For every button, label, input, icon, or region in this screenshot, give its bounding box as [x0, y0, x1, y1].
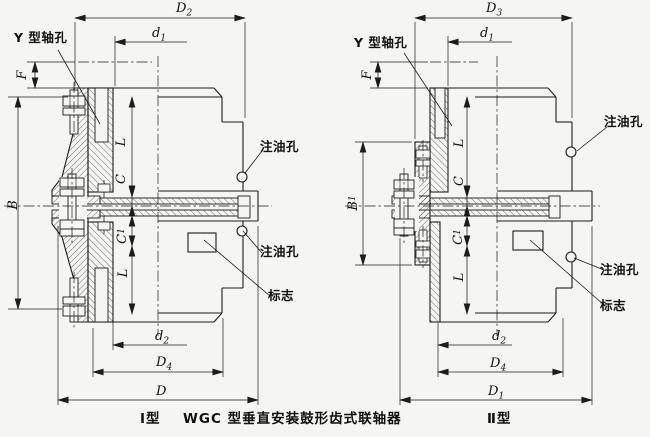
- right-leader-lines: [403, 52, 608, 306]
- left-dimension-lines: [17, 17, 258, 401]
- right-dim-L-bottom: L: [451, 272, 467, 282]
- left-mark-callout: 标志: [268, 288, 295, 303]
- right-mark-callout: 标志: [600, 298, 627, 313]
- oil-hole: [565, 146, 577, 158]
- oil-hole: [236, 225, 248, 237]
- left-dim-d1: d1: [152, 26, 167, 44]
- left-centerlines: [4, 56, 272, 336]
- right-dim-D1: D1: [488, 384, 505, 402]
- left-membrane-studs: [97, 180, 111, 234]
- left-dim-C: C: [113, 174, 129, 184]
- left-figure: [4, 14, 272, 405]
- right-sleeve-outline: [430, 87, 593, 323]
- left-mid-bolt: [59, 173, 87, 237]
- right-hub-top-section: [429, 87, 449, 193]
- caption-type-ii: Ⅱ型: [487, 411, 512, 427]
- left-dim-d2: d2: [155, 329, 170, 347]
- right-centerlines: [345, 56, 600, 336]
- left-dim-L-bottom: L: [115, 268, 131, 278]
- left-dim-D4: D4: [156, 355, 173, 373]
- caption-title: WGC 型垂直安装鼓形齿式联轴器: [183, 411, 402, 427]
- right-dim-C: C: [451, 176, 467, 186]
- right-oil-hole-top-callout: 注油孔: [604, 114, 644, 129]
- keyway: [94, 267, 109, 323]
- left-arrowheads: [14, 14, 258, 404]
- left-dim-D: D: [156, 384, 167, 399]
- oil-hole: [236, 171, 248, 183]
- left-dim-B: B: [5, 200, 21, 210]
- left-dim-F: F: [14, 70, 30, 80]
- right-dim-F: F: [359, 70, 375, 80]
- right-hub-bottom-section: [429, 221, 441, 323]
- oil-hole: [565, 251, 577, 263]
- left-hub-top-section: [87, 87, 114, 193]
- right-figure: [345, 14, 608, 405]
- right-dim-D3: D3: [486, 1, 503, 19]
- left-shaft-hole-callout: Y 型轴孔: [14, 30, 68, 45]
- keyway: [94, 87, 109, 143]
- right-dim-d1: d1: [480, 26, 495, 44]
- right-oil-hole-bottom-callout: 注油孔: [600, 262, 640, 277]
- left-hub-bottom-section: [87, 221, 114, 323]
- caption-type-i: Ⅰ型: [140, 411, 161, 427]
- left-leader-lines: [57, 49, 271, 297]
- right-dim-d2: d2: [492, 329, 507, 347]
- mark-plate: [187, 232, 217, 253]
- right-dim-L-top: L: [451, 138, 467, 148]
- right-extension-lines: [355, 22, 593, 405]
- right-mid-bolt: [393, 173, 419, 237]
- left-cone-bottom-section: [51, 217, 89, 323]
- left-oil-hole-bottom-callout: 注油孔: [260, 244, 300, 259]
- left-dim-D2: D2: [176, 1, 193, 19]
- left-oil-hole-top-callout: 注油孔: [260, 139, 300, 154]
- right-dim-D4: D4: [490, 356, 507, 374]
- left-dim-L-top: L: [113, 137, 129, 147]
- right-shaft-hole-callout: Y 型轴孔: [354, 35, 408, 50]
- right-dimension-lines: [362, 17, 592, 401]
